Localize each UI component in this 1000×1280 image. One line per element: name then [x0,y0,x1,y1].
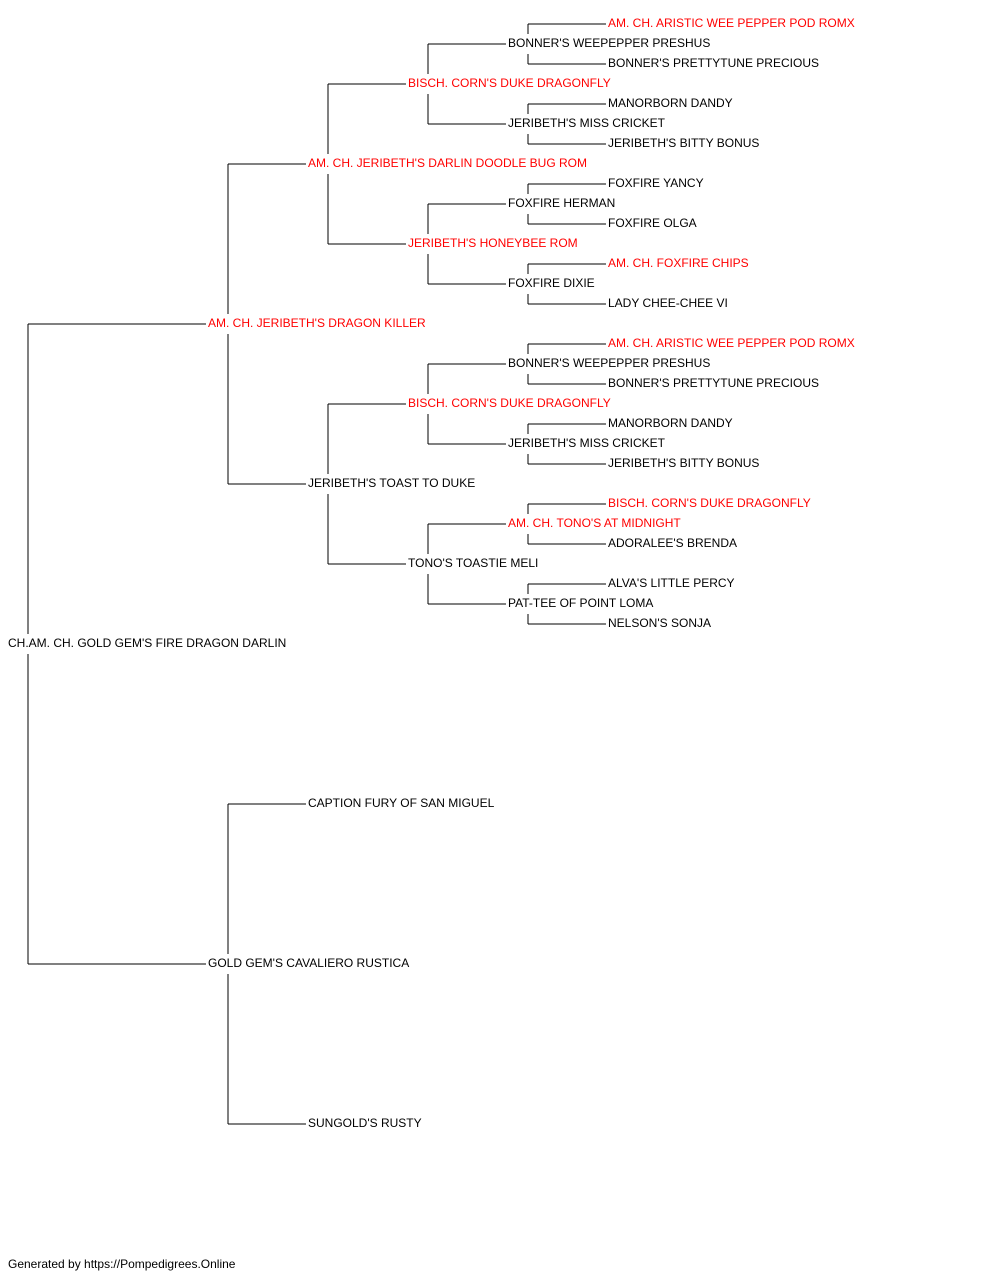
dog-name: JERIBETH'S BITTY BONUS [608,456,759,470]
dog-name: BONNER'S WEEPEPPER PRESHUS [508,356,710,370]
dog-name: AM. CH. TONO'S AT MIDNIGHT [508,516,681,530]
dog-name: NELSON'S SONJA [608,616,711,630]
dog-name: FOXFIRE YANCY [608,176,704,190]
dog-name: AM. CH. JERIBETH'S DARLIN DOODLE BUG ROM [308,156,587,170]
dog-name: BONNER'S WEEPEPPER PRESHUS [508,36,710,50]
dog-name: LADY CHEE-CHEE VI [608,296,728,310]
dog-name: CH.AM. CH. GOLD GEM'S FIRE DRAGON DARLIN [8,636,286,650]
dog-name: FOXFIRE DIXIE [508,276,595,290]
dog-name: BISCH. CORN'S DUKE DRAGONFLY [408,76,611,90]
dog-name: FOXFIRE HERMAN [508,196,615,210]
dog-name: TONO'S TOASTIE MELI [408,556,538,570]
dog-name: FOXFIRE OLGA [608,216,697,230]
dog-name: BISCH. CORN'S DUKE DRAGONFLY [408,396,611,410]
dog-name: MANORBORN DANDY [608,416,733,430]
dog-name: PAT-TEE OF POINT LOMA [508,596,653,610]
dog-name: MANORBORN DANDY [608,96,733,110]
dog-name: AM. CH. JERIBETH'S DRAGON KILLER [208,316,426,330]
dog-name: BONNER'S PRETTYTUNE PRECIOUS [608,376,819,390]
dog-name: JERIBETH'S TOAST TO DUKE [308,476,475,490]
dog-name: AM. CH. ARISTIC WEE PEPPER POD ROMX [608,16,855,30]
dog-name: AM. CH. FOXFIRE CHIPS [608,256,749,270]
dog-name: JERIBETH'S BITTY BONUS [608,136,759,150]
dog-name: JERIBETH'S MISS CRICKET [508,436,666,450]
dog-name: ADORALEE'S BRENDA [608,536,737,550]
dog-name: BONNER'S PRETTYTUNE PRECIOUS [608,56,819,70]
dog-name: SUNGOLD'S RUSTY [308,1116,422,1130]
dog-name: AM. CH. ARISTIC WEE PEPPER POD ROMX [608,336,855,350]
dog-name: ALVA'S LITTLE PERCY [608,576,735,590]
pedigree-tree: CH.AM. CH. GOLD GEM'S FIRE DRAGON DARLIN… [8,16,855,1130]
dog-name: GOLD GEM'S CAVALIERO RUSTICA [208,956,409,970]
footer-credit: Generated by https://Pompedigrees.Online [8,1257,236,1271]
dog-name: CAPTION FURY OF SAN MIGUEL [308,796,495,810]
dog-name: JERIBETH'S HONEYBEE ROM [408,236,578,250]
dog-name: JERIBETH'S MISS CRICKET [508,116,666,130]
dog-name: BISCH. CORN'S DUKE DRAGONFLY [608,496,811,510]
